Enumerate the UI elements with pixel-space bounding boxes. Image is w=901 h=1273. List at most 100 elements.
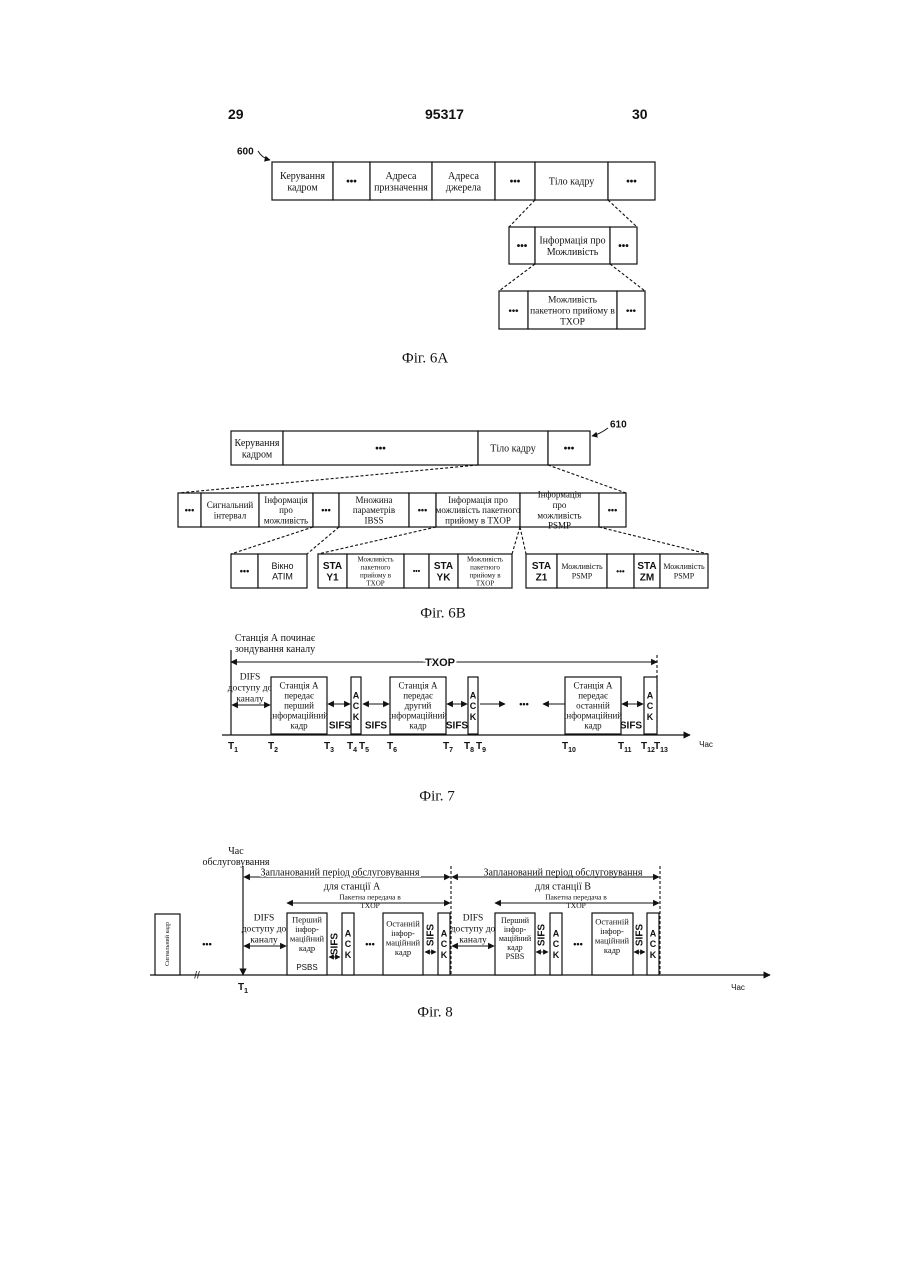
ack-letter: A [553, 928, 560, 938]
tick-label: T13 [654, 741, 668, 754]
ack-letter: K [441, 950, 448, 960]
sp-a-title: Запланований період обслуговування [261, 868, 420, 879]
figure-6b: 610Керуваннякадром•••Тіло кадру••••••Сиг… [178, 420, 708, 622]
zoom-line [499, 264, 535, 291]
dots: ••• [519, 699, 528, 709]
frame6a-field: Тіло кадру [549, 177, 594, 188]
tick-label: T3 [324, 741, 334, 754]
caption-6b: Фіг. 6В [420, 605, 465, 621]
zoom-line [509, 200, 535, 227]
zoom-line [610, 264, 645, 291]
ack-letter: K [650, 950, 657, 960]
ack-letter: K [470, 712, 477, 722]
caption-6a: Фіг. 6А [402, 350, 448, 366]
burst6a-field: ••• [509, 305, 520, 316]
zoom-line [608, 200, 637, 227]
difs-a: DIFSдоступу доканалу [242, 913, 287, 945]
ie6b-field: ••• [418, 505, 427, 515]
ie6b-field: ••• [185, 505, 194, 515]
tick-label: T1 [228, 741, 238, 754]
ack-letter: C [470, 701, 477, 711]
cap6a-field: ••• [517, 241, 528, 252]
ack-letter: A [470, 690, 477, 700]
ack-letter: K [345, 950, 352, 960]
difs-label: DIFSдоступу доканалу [228, 672, 273, 704]
sifs: SIFS [620, 721, 643, 732]
sifs: SIFS [329, 721, 352, 732]
ref-600: 600 [237, 147, 254, 158]
tick-label: T5 [359, 741, 369, 754]
tick-label: T8 [464, 741, 474, 754]
tick-label: T4 [347, 741, 357, 754]
frame6a-field: ••• [346, 177, 357, 188]
dots: ••• [202, 939, 211, 949]
ref-610: 610 [610, 420, 627, 431]
sifs: SIFS [537, 924, 548, 947]
ack-letter: A [353, 690, 360, 700]
sifs: SIFS [365, 721, 388, 732]
t1-label: T1 [238, 982, 248, 995]
tick-label: T10 [562, 741, 576, 754]
frame6a-field: ••• [626, 177, 637, 188]
time-label: Час [731, 983, 745, 992]
cap6a-field: Інформація проМожливість [539, 235, 605, 258]
ack-letter: C [353, 701, 360, 711]
burst6b-field: STAYK [434, 561, 453, 584]
time-label: Час [699, 740, 713, 749]
psbs-a: PSBS [296, 963, 317, 972]
ie6b-field: ••• [321, 505, 330, 515]
zoom-line [231, 527, 313, 554]
cap6a-field: ••• [618, 241, 629, 252]
ibss-field: ВікноATIM [272, 561, 294, 581]
ack-letter: C [647, 701, 654, 711]
zoom-line [178, 465, 478, 493]
frame6a-field: Адресаджерела [446, 171, 482, 194]
tick-label: T11 [618, 741, 632, 754]
figure-8: ЧасобслуговуванняЗапланований період обс… [150, 846, 770, 1020]
caption-7: Фіг. 7 [419, 788, 455, 804]
psmp6b-field: ••• [616, 567, 625, 576]
txop-label: TXOP [425, 657, 455, 669]
ibss-field: ••• [240, 566, 249, 576]
sp-b-title: Запланований період обслуговування [484, 868, 643, 879]
beacon-label: Сигнальний кадр [164, 922, 171, 966]
service-time: Часобслуговування [202, 846, 269, 868]
zoom-line [307, 527, 339, 554]
sifs: SIFS [635, 924, 646, 947]
ack-letter: K [647, 712, 654, 722]
ack-letter: C [553, 939, 560, 949]
sifs: SIFS [426, 924, 437, 947]
dots: ••• [573, 939, 582, 949]
ack-letter: A [650, 928, 657, 938]
zoom-line [512, 527, 520, 554]
figure-7: Станція А починаєзондування каналуTXOPDI… [222, 633, 713, 804]
sifs: SIFS [330, 933, 341, 956]
sp-a-sub: для станції A [324, 882, 381, 893]
ack-letter: K [553, 950, 560, 960]
frame6a-field: ••• [510, 177, 521, 188]
tick-label: T6 [387, 741, 397, 754]
axis-break: // [194, 971, 200, 982]
dots: ••• [365, 939, 374, 949]
psmp6b-field: STAZM [637, 561, 656, 584]
ref-arrow [592, 428, 608, 436]
tick-label: T9 [476, 741, 486, 754]
zoom-line [599, 527, 708, 554]
ack-letter: C [345, 939, 352, 949]
zoom-line [520, 527, 526, 554]
tick-label: T2 [268, 741, 278, 754]
burst-b-label: Пакетна передача вTXOP [545, 892, 607, 910]
ack-letter: C [650, 939, 657, 949]
ack-letter: A [345, 928, 352, 938]
difs-b: DIFSдоступу доканалу [451, 913, 496, 945]
tick-label: T12 [641, 741, 655, 754]
zoom-line [318, 527, 436, 554]
frame6b-field: ••• [564, 444, 575, 455]
burst-a-label: Пакетна передача вTXOP [339, 892, 401, 910]
burst6b-field: ••• [413, 568, 421, 575]
ack-letter: A [647, 690, 654, 700]
tick-label: T7 [443, 741, 453, 754]
ack-letter: A [441, 928, 448, 938]
caption-8: Фіг. 8 [417, 1004, 452, 1020]
